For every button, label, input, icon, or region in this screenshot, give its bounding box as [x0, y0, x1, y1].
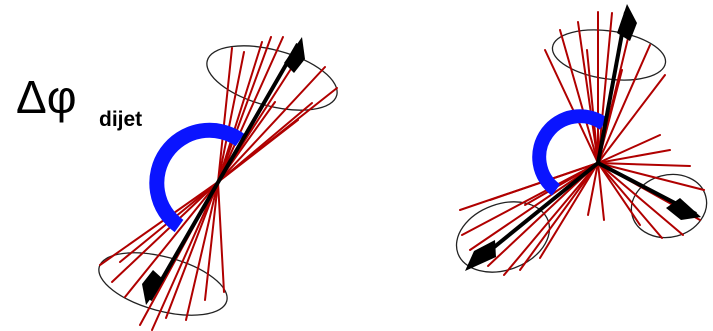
right-particle-lines: [460, 12, 704, 275]
delta-phi-symbol: Δφ: [16, 71, 77, 123]
left-upper-cone-ellipse: [200, 34, 344, 123]
right-three-jet-diagram: [447, 4, 713, 284]
left-dijet-diagram: [92, 34, 344, 330]
particle-track: [218, 67, 325, 182]
particle-track: [218, 182, 224, 292]
particle-track: [598, 135, 660, 163]
right-jet-axes: [465, 4, 701, 271]
dijet-subscript: dijet: [99, 108, 142, 131]
particle-track: [598, 150, 670, 163]
particle-track: [218, 37, 283, 182]
right-lower-left-cone-ellipse: [447, 190, 560, 285]
right-lower-left-cone: [447, 190, 560, 285]
left-jet-axis-line: [150, 44, 298, 300]
delta-phi-label: Δφ dijet: [16, 71, 142, 131]
left-upper-jet-arrowhead: [284, 37, 305, 73]
right-lower-right-cone: [624, 166, 713, 246]
particle-track: [598, 163, 662, 238]
left-delta-phi-arc: [157, 130, 240, 226]
right-lower-left-jet-arrowhead: [465, 240, 496, 271]
right-lower-right-cone-ellipse: [624, 166, 713, 246]
left-upper-cone: [200, 34, 344, 123]
